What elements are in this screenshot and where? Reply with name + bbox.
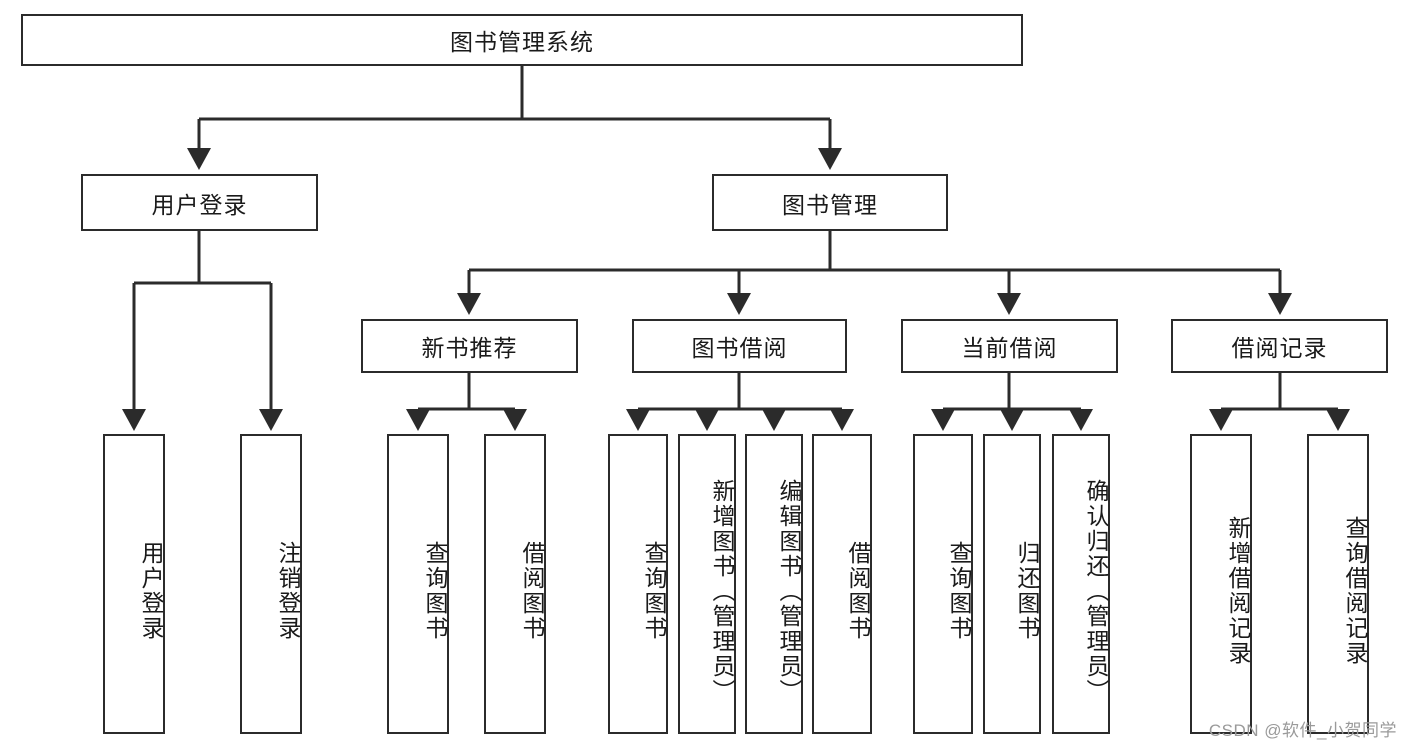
node-leaf-borrow-book-2-label: 借阅图书 <box>845 541 871 641</box>
node-leaf-borrow-book-2[interactable]: 借阅图书 <box>812 434 872 734</box>
node-book-borrow-label: 图书借阅 <box>691 335 788 361</box>
node-root-label: 图书管理系统 <box>450 29 594 55</box>
node-current-borrow-label: 当前借阅 <box>961 335 1058 361</box>
node-leaf-query-book-3[interactable]: 查询图书 <box>913 434 973 734</box>
node-leaf-edit-book[interactable]: 编辑图书（管理员） <box>745 434 803 734</box>
node-leaf-query-record[interactable]: 查询借阅记录 <box>1307 434 1369 734</box>
node-leaf-borrow-book-1[interactable]: 借阅图书 <box>484 434 546 734</box>
node-leaf-add-book-label: 新增图书（管理员） <box>709 478 735 704</box>
node-leaf-user-login[interactable]: 用户登录 <box>103 434 165 734</box>
node-leaf-query-book-2-label: 查询图书 <box>641 541 667 641</box>
node-root[interactable]: 图书管理系统 <box>21 14 1023 66</box>
node-user-login[interactable]: 用户登录 <box>81 174 318 231</box>
node-borrow-record[interactable]: 借阅记录 <box>1171 319 1388 373</box>
node-new-book-recommend-label: 新书推荐 <box>421 335 518 361</box>
node-leaf-query-book-2[interactable]: 查询图书 <box>608 434 668 734</box>
node-book-management[interactable]: 图书管理 <box>712 174 948 231</box>
node-leaf-query-book-1-label: 查询图书 <box>422 541 448 641</box>
node-leaf-query-book-3-label: 查询图书 <box>946 541 972 641</box>
csdn-watermark: CSDN @软件_小贺同学 <box>1208 721 1397 740</box>
node-user-login-label: 用户登录 <box>151 191 248 218</box>
node-leaf-add-record-label: 新增借阅记录 <box>1225 516 1251 666</box>
node-leaf-return-book-label: 归还图书 <box>1014 541 1040 641</box>
node-leaf-query-book-1[interactable]: 查询图书 <box>387 434 449 734</box>
node-leaf-return-book[interactable]: 归还图书 <box>983 434 1041 734</box>
node-book-borrow[interactable]: 图书借阅 <box>632 319 847 373</box>
node-leaf-edit-book-label: 编辑图书（管理员） <box>776 478 802 704</box>
node-leaf-user-login-label: 用户登录 <box>138 541 164 641</box>
node-leaf-query-record-label: 查询借阅记录 <box>1342 516 1368 666</box>
node-leaf-logout[interactable]: 注销登录 <box>240 434 302 734</box>
node-leaf-borrow-book-1-label: 借阅图书 <box>519 541 545 641</box>
node-borrow-record-label: 借阅记录 <box>1231 335 1328 361</box>
node-book-management-label: 图书管理 <box>782 191 878 218</box>
node-leaf-add-book[interactable]: 新增图书（管理员） <box>678 434 736 734</box>
node-leaf-confirm-return[interactable]: 确认归还（管理员） <box>1052 434 1110 734</box>
node-leaf-confirm-return-label: 确认归还（管理员） <box>1083 478 1109 704</box>
node-current-borrow[interactable]: 当前借阅 <box>901 319 1118 373</box>
node-new-book-recommend[interactable]: 新书推荐 <box>361 319 578 373</box>
node-leaf-logout-label: 注销登录 <box>275 541 301 641</box>
node-leaf-add-record[interactable]: 新增借阅记录 <box>1190 434 1252 734</box>
